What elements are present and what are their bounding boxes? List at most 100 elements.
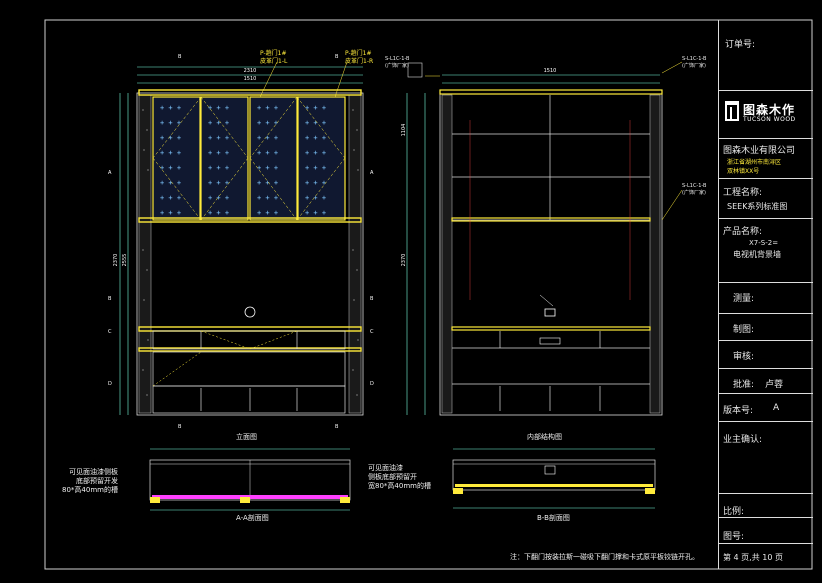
svg-text:B: B <box>178 424 182 430</box>
svg-text:+ + +: + + + <box>208 149 229 157</box>
svg-text:+ + +: + + + <box>257 134 278 142</box>
owner-label: 业主确认: <box>723 435 763 445</box>
svg-text:B: B <box>108 296 112 302</box>
dim-int-top: 1104 <box>401 124 407 137</box>
approve-row: 批准: 卢蓉 <box>719 368 813 393</box>
company-logo: 图森木作 TUCSON WOOD <box>725 101 807 131</box>
svg-text:+ + +: + + + <box>208 179 229 187</box>
svg-text:D: D <box>370 381 374 387</box>
page-label: 第 4 页,共 10 页 <box>723 553 783 562</box>
company-name: 图森木业有限公司 <box>723 146 796 156</box>
product-code: X7-S-2= <box>749 239 779 247</box>
svg-text:B: B <box>178 54 182 60</box>
logo-text-cn: 图森木作 <box>743 103 796 117</box>
svg-text:+ + +: + + + <box>305 179 326 187</box>
svg-text:+ + +: + + + <box>257 104 278 112</box>
internal-view: 1510 1104 2370 <box>401 61 683 416</box>
approve-label: 批准: <box>733 380 755 390</box>
logo-row: 图森木作 TUCSON WOOD <box>719 90 813 139</box>
company-address-1: 浙江省湖州市南浔区 <box>727 159 782 166</box>
measure-row: 测量: <box>719 282 813 307</box>
dim-elev-height: 2370 <box>113 254 119 267</box>
svg-text:+ + +: + + + <box>208 209 229 217</box>
scale-label: 比例: <box>723 507 745 517</box>
svg-text:+ + +: + + + <box>257 164 278 172</box>
svg-text:+ + +: + + + <box>160 194 181 202</box>
drawing-frame <box>44 19 813 570</box>
svg-text:+ + +: + + + <box>208 194 229 202</box>
dim-int-width: 1510 <box>544 68 557 74</box>
project-row: 工程名称: SEEK系列标准图 <box>719 178 813 219</box>
section-a-title: A-A剖面图 <box>236 514 269 522</box>
footer-note: 注：下翻门按装拉斯一碰吸下翻门撑和卡式原平板铰链开孔。 <box>510 553 699 561</box>
svg-text:+ + +: + + + <box>305 164 326 172</box>
svg-text:+ + +: + + + <box>257 179 278 187</box>
svg-text:+ + +: + + + <box>160 164 181 172</box>
logo-text-en: TUCSON WOOD <box>743 116 796 123</box>
svg-text:+ + +: + + + <box>305 104 326 112</box>
svg-text:+ + +: + + + <box>305 194 326 202</box>
svg-text:+ + +: + + + <box>257 119 278 127</box>
svg-text:B: B <box>370 296 374 302</box>
svg-text:A: A <box>108 170 112 176</box>
svg-text:+ + +: + + + <box>257 149 278 157</box>
version-value: A <box>773 403 780 413</box>
title-block: 订单号: 图森木作 TUCSON WOOD 图森木业有限公司 浙江省湖州市南浔区… <box>718 20 813 569</box>
draw-label: 制图: <box>733 325 755 335</box>
svg-text:+ + +: + + + <box>160 179 181 187</box>
elevation-title: 立面图 <box>236 433 257 441</box>
svg-text:+ + +: + + + <box>160 104 181 112</box>
approve-value: 卢蓉 <box>765 380 784 390</box>
svg-text:A: A <box>370 170 374 176</box>
callout-top-right-b: S-L1C-1-B(广饰厂家) <box>682 183 707 196</box>
company-row: 图森木业有限公司 浙江省湖州市南浔区 双林镇XX号 <box>719 138 813 179</box>
page-row: 第 4 页,共 10 页 <box>719 543 813 570</box>
product-value: 电视机背景墙 <box>733 250 781 259</box>
order-no-label: 订单号: <box>725 40 756 50</box>
version-label: 版本号: <box>723 406 754 416</box>
scale-row: 比例: <box>719 493 813 518</box>
project-label: 工程名称: <box>723 188 763 198</box>
dim-elev-width: 2310 <box>244 68 257 74</box>
svg-text:+ + +: + + + <box>305 209 326 217</box>
svg-text:+ + +: + + + <box>208 119 229 127</box>
company-address-2: 双林镇XX号 <box>727 168 760 175</box>
order-no-row: 订单号: <box>719 20 813 90</box>
svg-text:D: D <box>108 381 112 387</box>
svg-text:+ + +: + + + <box>257 209 278 217</box>
dim-elev-height2: 2555 <box>122 254 128 267</box>
callout-door-left: P-趟门1#皮革门1-L <box>260 50 288 65</box>
internal-title: 内部结构图 <box>527 433 562 441</box>
section-a <box>149 448 351 511</box>
version-row: 版本号: A <box>719 393 813 422</box>
logo-mark-icon <box>725 101 739 121</box>
dim-int-height: 2370 <box>401 254 407 267</box>
svg-text:+ + +: + + + <box>305 119 326 127</box>
check-label: 审核: <box>733 352 755 362</box>
svg-text:C: C <box>108 329 112 335</box>
svg-text:+ + +: + + + <box>208 164 229 172</box>
svg-text:+ + +: + + + <box>208 104 229 112</box>
dim-elev-width2: 1510 <box>244 76 257 82</box>
owner-row: 业主确认: <box>719 421 813 494</box>
callout-door-right: P-趟门1#皮革门1-R <box>345 50 374 65</box>
svg-text:+ + +: + + + <box>160 119 181 127</box>
draw-row: 制图: <box>719 313 813 338</box>
svg-text:+ + +: + + + <box>160 149 181 157</box>
project-value: SEEK系列标准图 <box>727 202 788 211</box>
check-row: 审核: <box>719 340 813 365</box>
svg-text:+ + +: + + + <box>160 209 181 217</box>
svg-text:+ + +: + + + <box>257 194 278 202</box>
svg-text:B: B <box>335 54 339 60</box>
product-label: 产品名称: <box>723 227 763 237</box>
svg-text:+ + +: + + + <box>208 134 229 142</box>
section-b-title: B-B剖面图 <box>537 514 570 522</box>
svg-text:+ + +: + + + <box>160 134 181 142</box>
svg-text:+ + +: + + + <box>305 149 326 157</box>
svg-text:+ + +: + + + <box>305 134 326 142</box>
callout-section-mid: 可见面油漆侧板底部预留开宽80*高40mm的槽 <box>368 464 431 490</box>
drawing-no-label: 图号: <box>723 532 745 542</box>
measure-label: 测量: <box>733 294 755 304</box>
